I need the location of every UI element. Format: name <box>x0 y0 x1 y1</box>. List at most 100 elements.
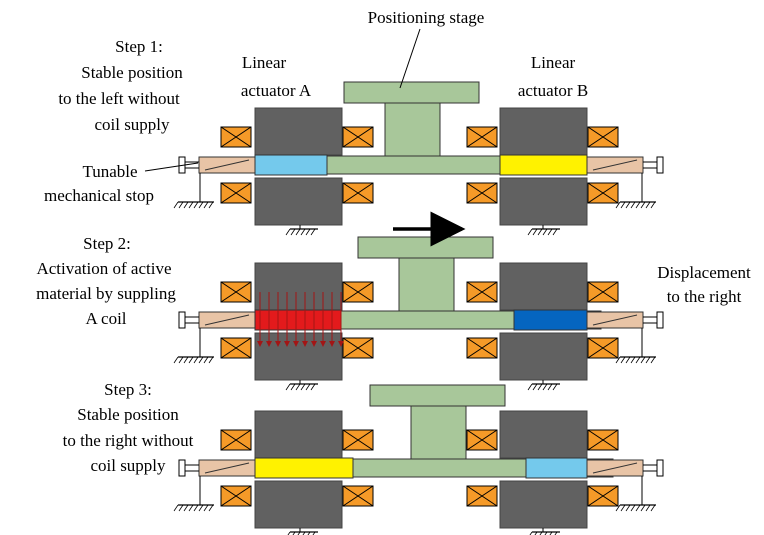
coil-cross-icon <box>220 126 252 148</box>
hatch-stroke <box>615 356 621 364</box>
step1-line3: to the left without <box>58 89 180 108</box>
ground-hatch-icon <box>527 383 560 391</box>
step2-title: Step 2: <box>83 234 131 253</box>
stage-2 <box>173 236 664 391</box>
positioning-stage-label: Positioning stage <box>368 8 485 27</box>
coil-cross-icon <box>342 281 374 303</box>
hatch-stroke <box>290 383 296 391</box>
step1-line4: coil supply <box>94 115 170 134</box>
coil-a-inner-bottom <box>342 337 374 359</box>
tunable-stop-label-line2: mechanical stop <box>44 186 154 205</box>
hatch-stroke <box>625 201 631 209</box>
coil-cross-icon <box>220 429 252 451</box>
hatch-stroke <box>620 504 626 512</box>
coil-a-inner-top <box>342 429 374 451</box>
actuator-a-core-top <box>254 410 343 459</box>
hatch-stroke <box>640 504 646 512</box>
hatch-stroke <box>620 201 626 209</box>
hatch-stroke <box>297 531 301 535</box>
coil-cross-icon <box>220 485 252 507</box>
hatch-stroke <box>290 228 296 236</box>
hatch-stroke <box>542 228 548 236</box>
actuator-b-core-bottom <box>499 480 588 529</box>
hatch-stroke <box>178 201 184 209</box>
hatch-stroke <box>650 356 656 364</box>
hatch-stroke <box>305 228 311 236</box>
active-material-a <box>254 309 342 331</box>
step2-line2: Activation of active <box>36 259 171 278</box>
hatch-stroke <box>295 383 301 391</box>
hatch-stroke <box>650 201 656 209</box>
active-material-a <box>254 154 328 176</box>
stop-cap <box>656 156 664 174</box>
hatch-stroke <box>537 228 543 236</box>
coil-cross-icon <box>466 485 498 507</box>
coil-a-inner-top <box>342 126 374 148</box>
hatch-stroke <box>650 504 656 512</box>
spring-stop-icon <box>204 462 250 474</box>
displacement-label-line1: Displacement <box>657 263 751 282</box>
stop-left <box>178 156 256 174</box>
hatch-stroke <box>178 504 184 512</box>
hatch-stroke <box>552 228 558 236</box>
hatch-stroke <box>534 531 538 535</box>
coil-a-outer-top <box>220 126 252 148</box>
hatch-stroke <box>615 504 621 512</box>
hatch-stroke <box>198 356 204 364</box>
hatch-stroke <box>307 531 311 535</box>
hatch-stroke <box>645 504 651 512</box>
hatch-stroke <box>542 383 548 391</box>
actuator-a-core-top <box>254 262 343 311</box>
coil-b-inner-top <box>466 281 498 303</box>
stop-right <box>586 156 664 174</box>
hatch-stroke <box>635 356 641 364</box>
coil-b-outer-bottom <box>587 485 619 507</box>
hatch-stroke <box>193 201 199 209</box>
coil-cross-icon <box>466 281 498 303</box>
coil-cross-icon <box>220 182 252 204</box>
hatch-stroke <box>537 383 543 391</box>
coil-b-inner-top <box>466 429 498 451</box>
spring-stop-icon <box>592 462 638 474</box>
ground-hatch-icon <box>173 201 214 209</box>
ground-hatch-icon <box>285 383 318 391</box>
coil-cross-icon <box>220 337 252 359</box>
active-material-a <box>254 457 354 479</box>
hatch-stroke <box>635 504 641 512</box>
step1-line2: Stable position <box>81 63 183 82</box>
hatch-stroke <box>188 356 194 364</box>
displacement-label-line2: to the right <box>667 287 742 306</box>
spring-stop-icon <box>592 314 638 326</box>
hatch-stroke <box>173 201 179 209</box>
stop-cap <box>178 311 186 329</box>
hatch-stroke <box>295 228 301 236</box>
hatch-stroke <box>203 201 209 209</box>
hatch-stroke <box>188 504 194 512</box>
hatch-stroke <box>203 356 209 364</box>
step3-line4: coil supply <box>90 456 166 475</box>
hatch-stroke <box>292 531 296 535</box>
coil-cross-icon <box>342 126 374 148</box>
actuator-b-core-top <box>499 107 588 156</box>
step3-title: Step 3: <box>104 380 152 399</box>
coil-cross-icon <box>220 281 252 303</box>
coil-a-outer-top <box>220 281 252 303</box>
ground-hatch-icon <box>287 531 318 535</box>
stop-right <box>586 459 664 477</box>
stop-cap <box>178 459 186 477</box>
hatch-stroke <box>310 228 316 236</box>
stage-platform <box>357 236 494 259</box>
step2-line4: A coil <box>85 309 126 328</box>
hatch-stroke <box>547 228 553 236</box>
stage-stem <box>384 102 441 157</box>
stop-right <box>586 311 664 329</box>
actuator-b-core-bottom <box>499 332 588 381</box>
hatch-stroke <box>310 383 316 391</box>
hatch-stroke <box>554 531 558 535</box>
actuator-b-label-line2: actuator B <box>518 81 588 100</box>
coil-cross-icon <box>587 485 619 507</box>
coil-cross-icon <box>587 281 619 303</box>
coil-a-outer-top <box>220 429 252 451</box>
ground-hatch-icon <box>527 228 560 236</box>
